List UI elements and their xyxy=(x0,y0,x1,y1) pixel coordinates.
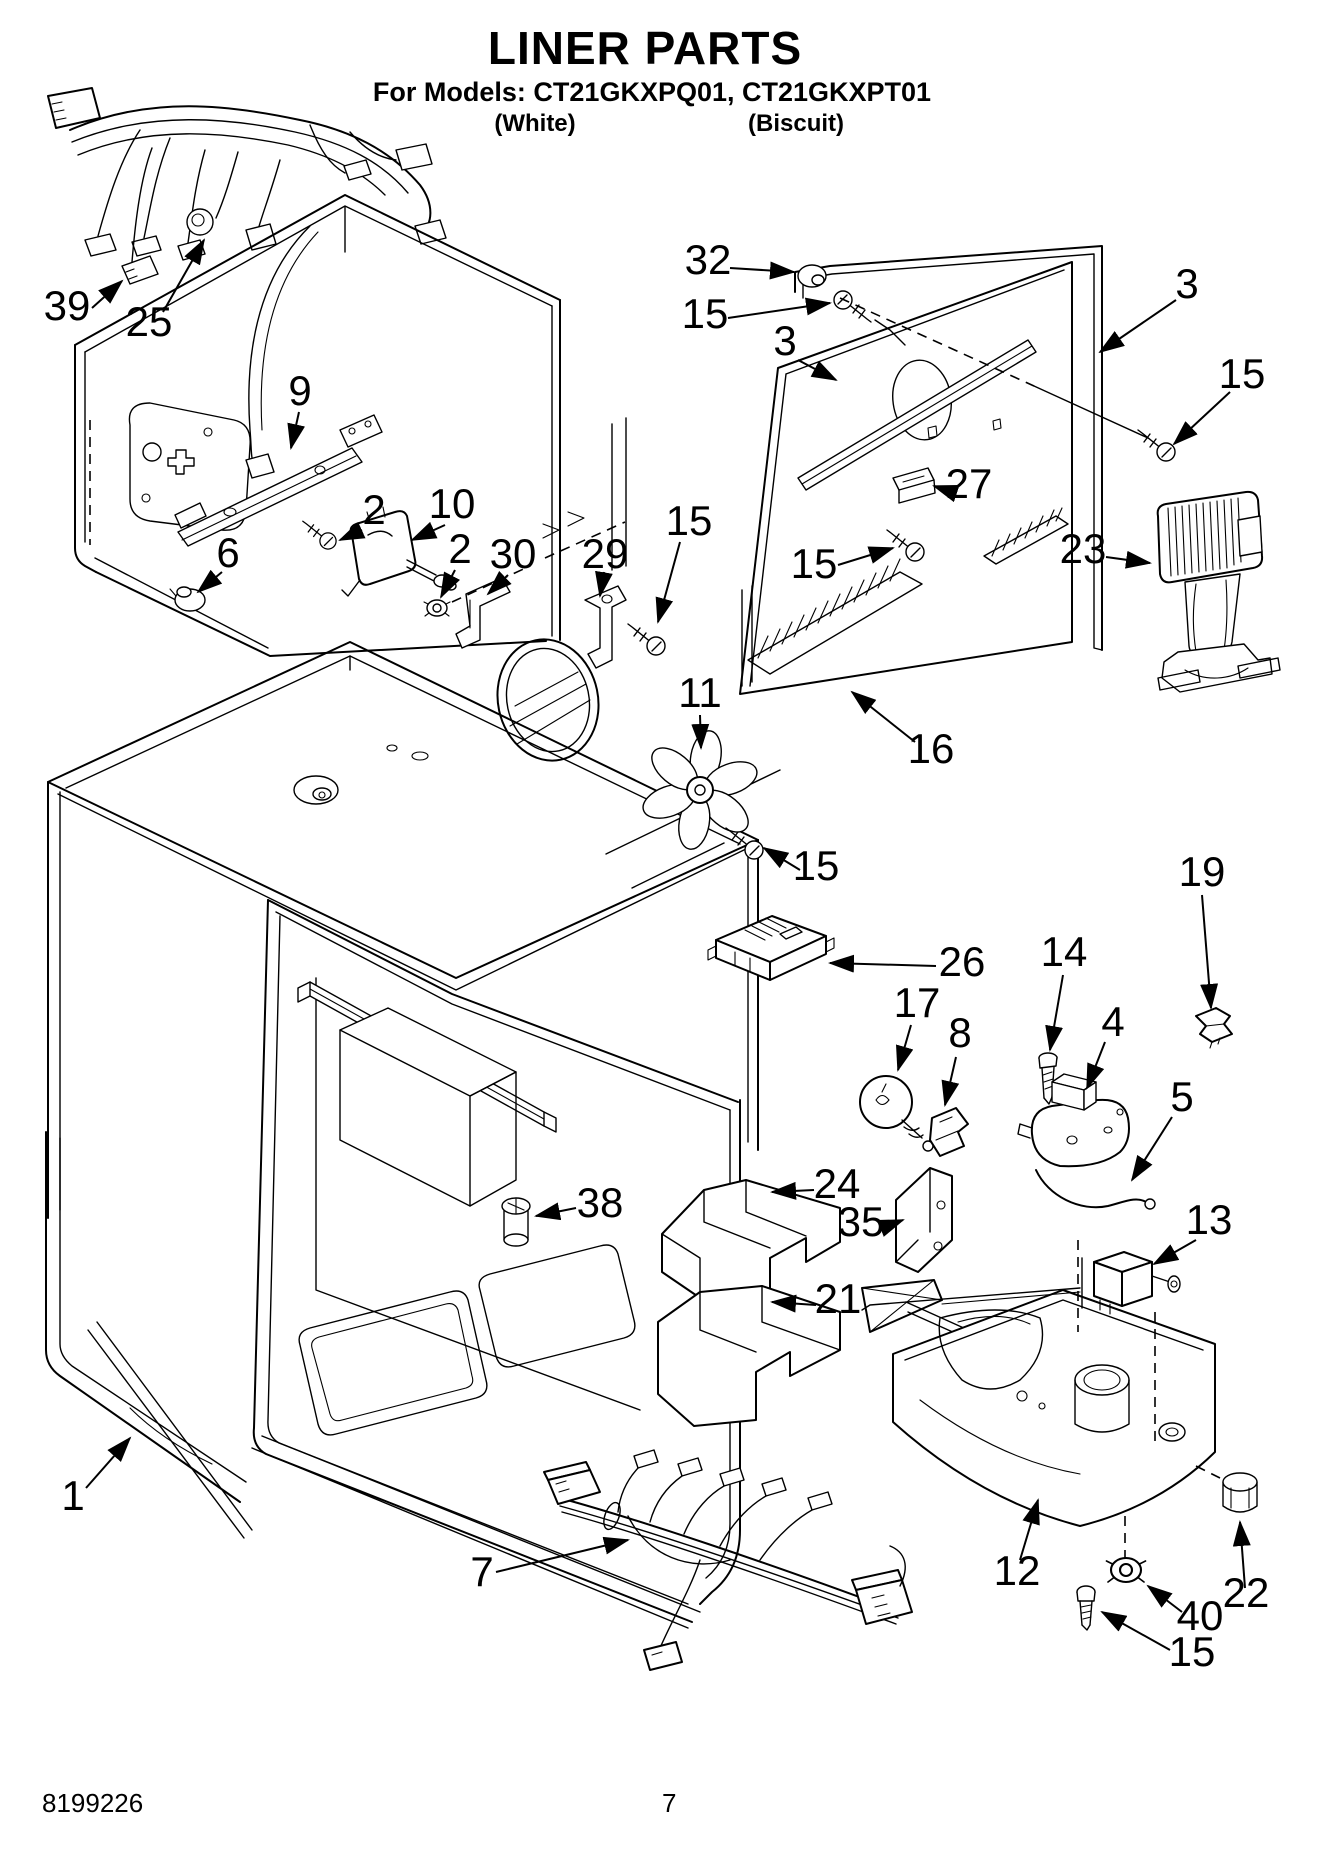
callout-4: 4 xyxy=(1101,998,1124,1045)
callout-27: 27 xyxy=(946,460,993,507)
callout-3b: 3 xyxy=(1175,260,1198,307)
callout-1: 1 xyxy=(61,1472,84,1519)
capillary-tube-5 xyxy=(1035,1169,1156,1210)
callout-17: 17 xyxy=(894,979,941,1026)
vent-hatch-mid xyxy=(983,507,1069,565)
defrost-control-26 xyxy=(707,915,835,981)
foam-duct-21 xyxy=(657,1285,841,1427)
speed-nut-40 xyxy=(1105,1556,1147,1584)
cold-control-13 xyxy=(861,1251,1181,1315)
crisper-hump xyxy=(339,1007,517,1207)
callout-15a: 15 xyxy=(666,497,713,544)
callout-5: 5 xyxy=(1170,1073,1193,1120)
callout-12: 12 xyxy=(994,1547,1041,1594)
deflector-plate xyxy=(861,1279,987,1347)
callout-15d: 15 xyxy=(791,540,838,587)
callout-15e: 15 xyxy=(793,842,840,889)
bulb-socket-8 xyxy=(929,1107,969,1157)
light-bulb-17 xyxy=(859,1075,934,1152)
callout-14: 14 xyxy=(1041,928,1088,975)
finish-white-label: (White) xyxy=(494,110,575,137)
air-tower-23 xyxy=(1156,490,1281,693)
fan-blade-11 xyxy=(605,730,781,889)
bracket-29 xyxy=(584,585,627,669)
callout-35: 35 xyxy=(838,1198,885,1245)
callout-29: 29 xyxy=(582,530,629,577)
main-cabinet xyxy=(45,641,759,1629)
callout-21: 21 xyxy=(815,1275,862,1322)
fan-shroud-ring xyxy=(496,638,600,762)
callout-15f: 15 xyxy=(1169,1628,1216,1675)
footer-doc-number: 8199226 xyxy=(42,1788,143,1818)
fastener-38 xyxy=(501,1197,531,1247)
callout-2b: 2 xyxy=(448,525,471,572)
wire-harness-top xyxy=(47,87,447,285)
control-console-12 xyxy=(892,1240,1221,1560)
callout-38: 38 xyxy=(577,1179,624,1226)
callout-16: 16 xyxy=(908,725,955,772)
page-title: LINER PARTS xyxy=(488,22,802,74)
callout-2a: 2 xyxy=(362,486,385,533)
callout-40: 40 xyxy=(1177,1592,1224,1639)
callout-3a: 3 xyxy=(773,317,796,364)
callout-15b: 15 xyxy=(682,290,729,337)
callout-30: 30 xyxy=(490,530,537,577)
callout-15c: 15 xyxy=(1219,350,1266,397)
grommet-6 xyxy=(169,586,206,612)
vent-hatch-lower-left xyxy=(747,558,923,675)
callout-9: 9 xyxy=(288,367,311,414)
callout-10: 10 xyxy=(429,480,476,527)
freezer-liner xyxy=(74,194,666,762)
thermostat-4 xyxy=(1017,1073,1130,1168)
clip-19 xyxy=(1195,1007,1233,1049)
screw-15-bottom xyxy=(1076,1585,1096,1631)
callout-23: 23 xyxy=(1060,525,1107,572)
callout-7: 7 xyxy=(470,1548,493,1595)
callout-39: 39 xyxy=(44,282,91,329)
callout-labels: 39 25 9 2 10 2 30 29 15 6 32 15 3 3 15 2… xyxy=(44,236,1270,1675)
standoff-32 xyxy=(797,264,827,288)
callout-6: 6 xyxy=(216,529,239,576)
callout-19: 19 xyxy=(1179,848,1226,895)
callout-32: 32 xyxy=(685,236,732,283)
callout-8: 8 xyxy=(948,1009,971,1056)
models-line: For Models: CT21GKXPQ01, CT21GKXPT01 xyxy=(373,77,931,107)
callout-26: 26 xyxy=(939,938,986,985)
callout-11: 11 xyxy=(678,669,722,716)
callout-13: 13 xyxy=(1186,1196,1233,1243)
leader-arrows xyxy=(85,238,1251,1651)
wire-harness-lower xyxy=(543,1449,913,1671)
finish-biscuit-label: (Biscuit) xyxy=(748,110,844,137)
knob-22 xyxy=(1222,1472,1258,1513)
bracket-30 xyxy=(455,577,511,649)
callout-25: 25 xyxy=(126,298,173,345)
callout-22: 22 xyxy=(1223,1569,1270,1616)
footer-page-number: 7 xyxy=(662,1788,676,1818)
bracket-35 xyxy=(895,1167,953,1273)
callout-24: 24 xyxy=(814,1160,861,1207)
